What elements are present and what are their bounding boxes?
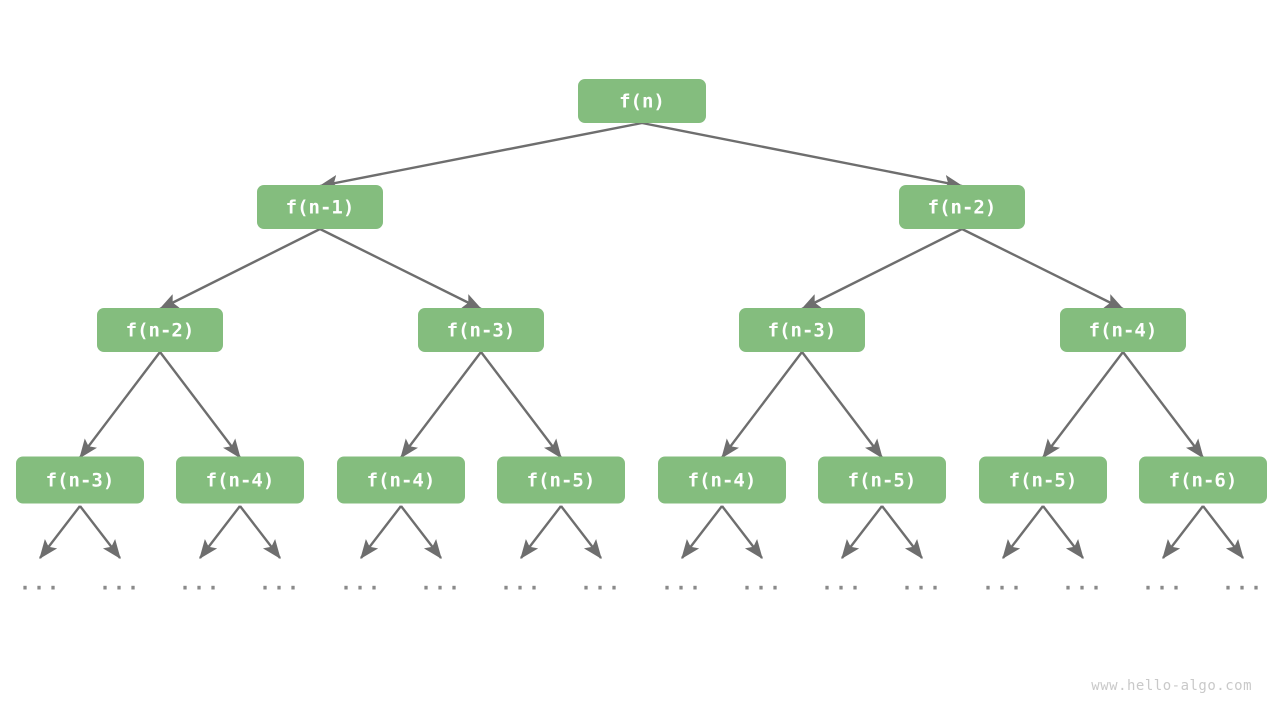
node-box bbox=[176, 456, 304, 504]
tree-edge bbox=[961, 227, 1125, 311]
leaf-stub-arrow bbox=[560, 505, 602, 559]
tree-edge bbox=[159, 351, 241, 459]
node-box bbox=[739, 308, 865, 352]
tree-edge bbox=[158, 227, 321, 311]
tree-edge bbox=[319, 227, 483, 311]
ellipsis-marker: ... bbox=[99, 571, 141, 595]
ellipsis-marker: ... bbox=[580, 571, 622, 595]
tree-edge bbox=[721, 351, 803, 459]
tree-node[interactable]: f(n-6) bbox=[1139, 456, 1267, 504]
node-label: f(n-6) bbox=[1169, 470, 1238, 492]
node-box bbox=[97, 308, 223, 352]
watermark-label: www.hello-algo.com bbox=[1091, 678, 1252, 694]
leaf-stub-arrow bbox=[1002, 505, 1044, 559]
node-label: f(n-5) bbox=[1009, 470, 1078, 492]
ellipsis-marker: ... bbox=[1222, 571, 1264, 595]
leaf-stub-arrow bbox=[79, 505, 121, 559]
edges-layer bbox=[79, 121, 1204, 459]
node-box bbox=[979, 456, 1107, 504]
leaf-stub-arrow bbox=[1042, 505, 1084, 559]
tree-node[interactable]: f(n-3) bbox=[739, 308, 865, 352]
tree-node[interactable]: f(n-3) bbox=[16, 456, 144, 504]
tree-node[interactable]: f(n-1) bbox=[257, 185, 383, 229]
tree-node[interactable]: f(n-4) bbox=[658, 456, 786, 504]
ellipsis-marker: ... bbox=[982, 571, 1024, 595]
ellipsis-marker: ... bbox=[1062, 571, 1104, 595]
tree-edge bbox=[480, 351, 562, 459]
node-box bbox=[658, 456, 786, 504]
node-label: f(n-5) bbox=[848, 470, 917, 492]
leaf-stub-arrow bbox=[520, 505, 562, 559]
leaf-stub-arrows-layer bbox=[39, 505, 1244, 559]
tree-node[interactable]: f(n-4) bbox=[337, 456, 465, 504]
nodes-layer: f(n) f(n-1) f(n-2) f(n-2) f(n-3) f(n-3) f(n-4)… bbox=[16, 79, 1267, 504]
node-label: f(n-4) bbox=[688, 470, 757, 492]
ellipsis-marker: ... bbox=[901, 571, 943, 595]
ellipsis-marker: ... bbox=[661, 571, 703, 595]
ellipsis-marker: ... bbox=[821, 571, 863, 595]
tree-node[interactable]: f(n-5) bbox=[818, 456, 946, 504]
tree-node[interactable]: f(n-4) bbox=[176, 456, 304, 504]
tree-node[interactable]: f(n-2) bbox=[899, 185, 1025, 229]
ellipsis-marker: ... bbox=[500, 571, 542, 595]
ellipsis-marker: ... bbox=[19, 571, 61, 595]
leaf-stub-arrow bbox=[721, 505, 763, 559]
tree-node[interactable]: f(n-4) bbox=[1060, 308, 1186, 352]
tree-node[interactable]: f(n) bbox=[578, 79, 706, 123]
node-label: f(n-2) bbox=[126, 320, 195, 342]
tree-edge bbox=[400, 351, 482, 459]
tree-edge bbox=[800, 227, 963, 311]
node-label: f(n-1) bbox=[286, 197, 355, 219]
node-label: f(n-4) bbox=[206, 470, 275, 492]
ellipsis-marker: ... bbox=[340, 571, 382, 595]
node-label: f(n) bbox=[619, 91, 665, 113]
leaf-stub-arrow bbox=[681, 505, 723, 559]
node-box bbox=[818, 456, 946, 504]
leaf-stub-arrow bbox=[841, 505, 883, 559]
leaf-stub-arrow bbox=[881, 505, 923, 559]
tree-edge bbox=[1042, 351, 1124, 459]
node-box bbox=[1060, 308, 1186, 352]
node-label: f(n-3) bbox=[447, 320, 516, 342]
ellipsis-marker: ... bbox=[741, 571, 783, 595]
node-label: f(n-2) bbox=[928, 197, 997, 219]
leaf-stub-arrow bbox=[400, 505, 442, 559]
node-box bbox=[578, 79, 706, 123]
ellipsis-marker: ... bbox=[179, 571, 221, 595]
leaf-stub-arrow bbox=[239, 505, 281, 559]
node-box bbox=[899, 185, 1025, 229]
node-label: f(n-3) bbox=[46, 470, 115, 492]
ellipsis-layer: ........................................… bbox=[19, 571, 1264, 595]
node-box bbox=[16, 456, 144, 504]
tree-node[interactable]: f(n-3) bbox=[418, 308, 544, 352]
node-label: f(n-4) bbox=[1089, 320, 1158, 342]
node-box bbox=[337, 456, 465, 504]
tree-node[interactable]: f(n-5) bbox=[497, 456, 625, 504]
ellipsis-marker: ... bbox=[420, 571, 462, 595]
ellipsis-marker: ... bbox=[259, 571, 301, 595]
tree-node[interactable]: f(n-5) bbox=[979, 456, 1107, 504]
tree-edge bbox=[1122, 351, 1204, 459]
leaf-stub-arrow bbox=[39, 505, 81, 559]
node-label: f(n-3) bbox=[768, 320, 837, 342]
tree-edge bbox=[79, 351, 161, 459]
leaf-stub-arrow bbox=[199, 505, 241, 559]
tree-edge bbox=[318, 121, 643, 191]
node-label: f(n-4) bbox=[367, 470, 436, 492]
tree-node[interactable]: f(n-2) bbox=[97, 308, 223, 352]
node-box bbox=[418, 308, 544, 352]
node-box bbox=[257, 185, 383, 229]
node-box bbox=[497, 456, 625, 504]
node-box bbox=[1139, 456, 1267, 504]
node-label: f(n-5) bbox=[527, 470, 596, 492]
tree-edge bbox=[801, 351, 883, 459]
leaf-stub-arrow bbox=[1202, 505, 1244, 559]
ellipsis-marker: ... bbox=[1142, 571, 1184, 595]
leaf-stub-arrow bbox=[1162, 505, 1204, 559]
tree-edge bbox=[641, 121, 964, 191]
leaf-stub-arrow bbox=[360, 505, 402, 559]
